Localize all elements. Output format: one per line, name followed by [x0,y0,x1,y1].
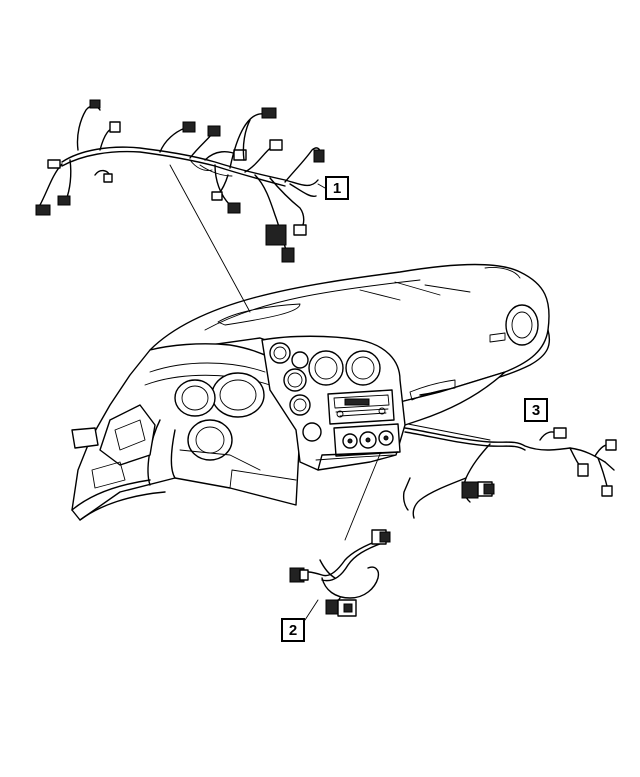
passenger-side-wiring-harness [402,427,617,519]
console-jumper-harness [289,529,391,617]
instrument-panel-dashboard [71,263,551,521]
leader-lines [169,164,491,621]
callout-label-2: 2 [281,618,305,642]
callout-label-1: 1 [325,176,349,200]
callout-label-3: 3 [524,398,548,422]
instrument-panel-wiring-harness [35,99,325,263]
